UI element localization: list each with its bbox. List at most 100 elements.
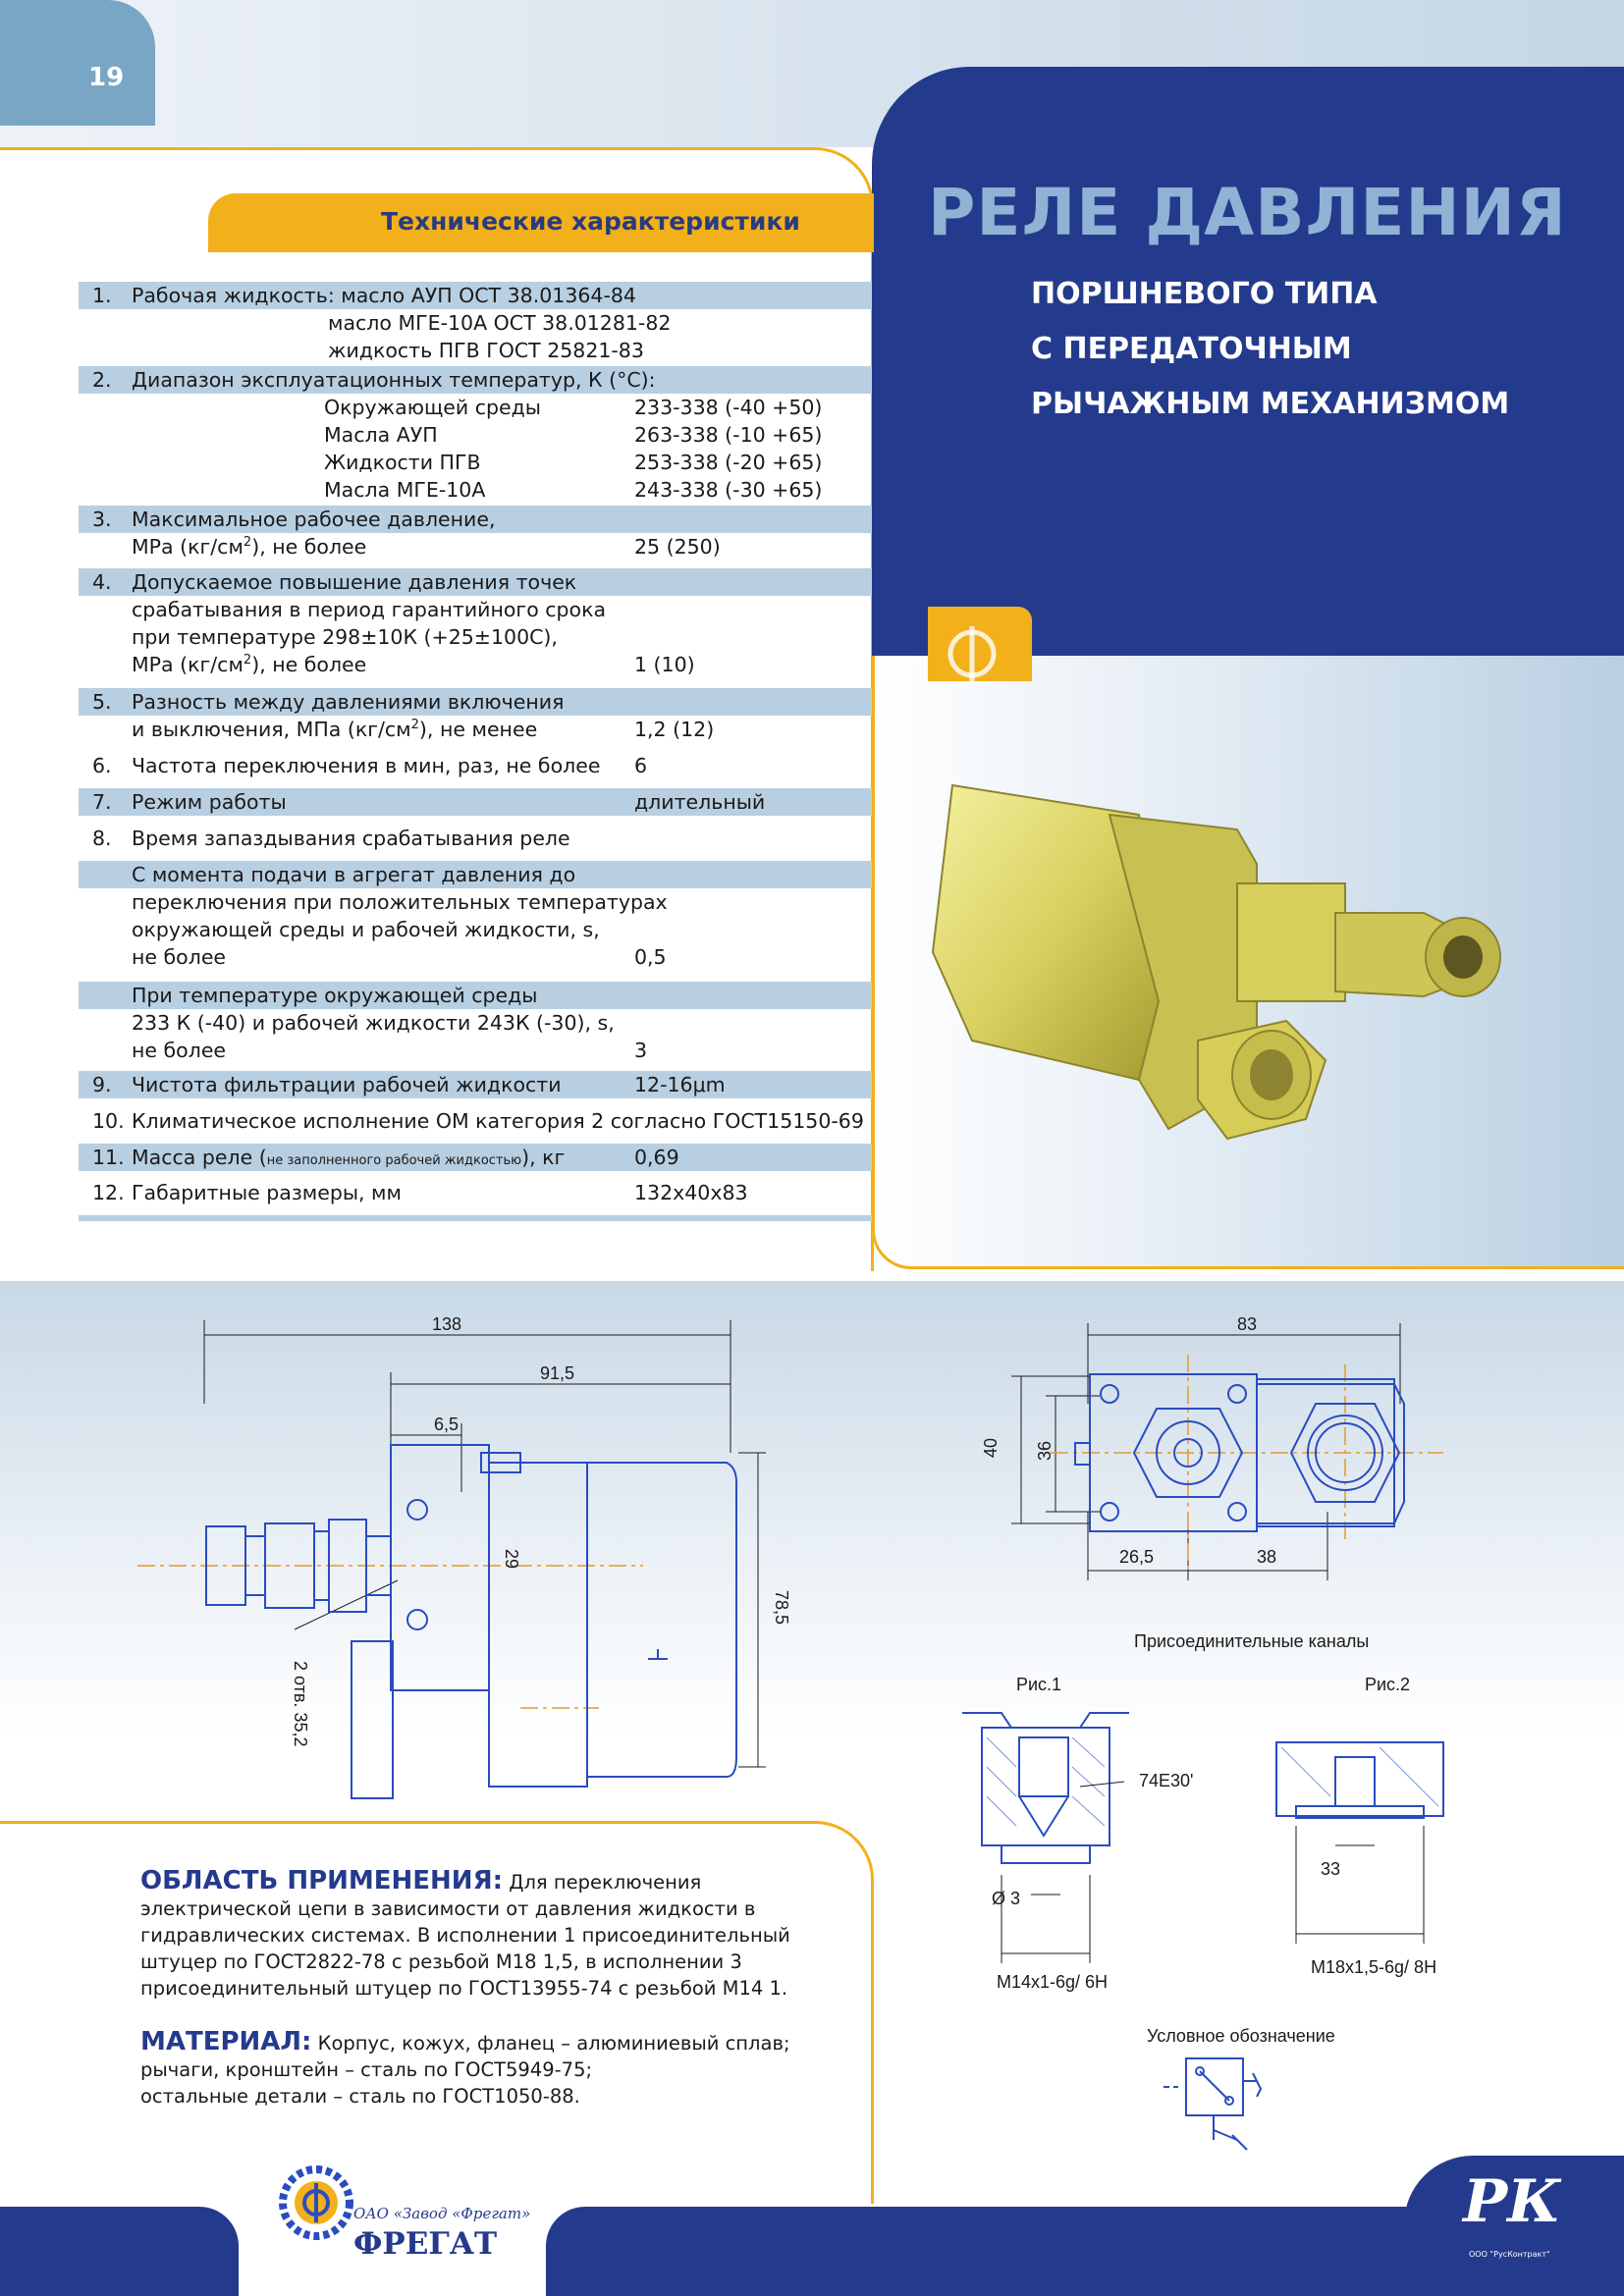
spec-value: 263-338 (-10 +65)	[634, 423, 823, 447]
symbol-title: Условное обозначение	[1147, 2026, 1335, 2046]
spec-label: Максимальное рабочее давление,	[132, 507, 496, 531]
spec-value: 233-338 (-40 +50)	[634, 396, 823, 419]
footer-logo-panel	[1404, 2156, 1624, 2296]
application-text: присоединительный штуцер по ГОСТ13955-74…	[140, 1977, 788, 2000]
spec-number: 4.	[92, 570, 112, 594]
title-panel	[872, 67, 1624, 656]
spec-value: 25 (250)	[634, 535, 721, 559]
application-text: гидравлических системах. В исполнении 1 …	[140, 1924, 790, 1947]
spec-label: ), не более	[251, 653, 367, 676]
spec-label: Чистота фильтрации рабочей жидкости	[132, 1073, 562, 1096]
material-text: рычаги, кронштейн – сталь по ГОСТ5949-75…	[140, 2058, 593, 2081]
spec-label: МРа (кг/см	[132, 653, 244, 676]
spec-item-9: 9. Чистота фильтрации рабочей жидкости 12-…	[79, 1071, 872, 1098]
spec-label: Климатическое исполнение ОМ категория 2 …	[132, 1109, 864, 1133]
fig1-label: Рис.1	[1016, 1675, 1061, 1694]
side-view-drawing: 138 91,5 6,5 29 78,5 2 отв. 35,2	[137, 1314, 791, 1799]
spec-sub-label: Масла АУП	[324, 423, 438, 447]
application-text: электрической цепи в зависимости от давл…	[140, 1897, 756, 1920]
thread-label-1: M14x1-6g/ 6H	[997, 1972, 1108, 1992]
spec-sub-label: Жидкости ПГВ	[324, 451, 481, 474]
application-text: Для переключения	[509, 1871, 702, 1894]
spec-label: при температуре 298±10К (+25±100С),	[132, 625, 558, 649]
spec-item-8: 8.Время запаздывания срабатывания реле	[79, 825, 872, 852]
spec-value: 3	[634, 1039, 648, 1062]
spec-label: ), не более	[251, 535, 367, 559]
superscript: 2	[243, 653, 252, 667]
spec-label: Рабочая жидкость: масло АУП ОСТ 38.01364…	[132, 284, 636, 307]
pressure-relay-photo	[931, 783, 1501, 1141]
material-text: остальные детали – сталь по ГОСТ1050-88.	[140, 2085, 580, 2108]
footer-band-left	[0, 2207, 239, 2296]
spec-number: 3.	[92, 507, 112, 531]
spec-value: 132x40x83	[634, 1181, 748, 1204]
spec-item-12: 12. Габаритные размеры, мм 132x40x83	[79, 1179, 872, 1206]
spec-value: 0,69	[634, 1146, 679, 1169]
superscript: 2	[410, 718, 419, 732]
angle-label: 74E30'	[1139, 1771, 1194, 1790]
spec-item-5: 5.Разность между давлениями включения и …	[79, 688, 872, 743]
spec-number: 2.	[92, 368, 112, 392]
spec-value: 243-338 (-30 +65)	[634, 478, 823, 502]
material-section: МАТЕРИАЛ: Корпус, кожух, фланец – алюмин…	[140, 2029, 790, 2109]
spec-label: ), не менее	[418, 718, 538, 741]
spec-sub-label: Масла МГЕ-10А	[324, 478, 486, 502]
spec-label: не более	[132, 1039, 227, 1062]
photo-frame	[872, 656, 1624, 1269]
spec-label: Допускаемое повышение давления точек	[132, 570, 577, 594]
spec-label: масло МГЕ-10А ОСТ 38.01281-82	[328, 311, 672, 335]
spec-number: 10.	[92, 1109, 125, 1133]
fig2-label: Рис.2	[1365, 1675, 1410, 1694]
spec-value: 1 (10)	[634, 653, 695, 676]
spec-label: 233 К (-40) и рабочей жидкости 243К (-30…	[132, 1011, 615, 1035]
spec-item-10: 10. Климатическое исполнение ОМ категория…	[79, 1107, 872, 1135]
spec-number: 9.	[92, 1073, 112, 1096]
dim-29: 29	[502, 1549, 521, 1569]
spec-sub-label: Окружающей среды	[324, 396, 541, 419]
fregat-logo-icon	[928, 607, 1032, 681]
partner-caption: ООО "РусКонтракт"	[1469, 2250, 1550, 2259]
channels-title: Присоединительные каналы	[1134, 1631, 1369, 1651]
subtitle-line: С ПЕРЕДАТОЧНЫМ	[1031, 332, 1352, 366]
dim-33: 33	[1321, 1859, 1340, 1879]
spec-label: Габаритные размеры, мм	[132, 1181, 402, 1204]
spec-bottom-rule	[79, 1215, 872, 1221]
hole-note: 2 отв. 35,2	[291, 1661, 310, 1746]
application-heading: ОБЛАСТЬ ПРИМЕНЕНИЯ:	[140, 1866, 503, 1896]
info-panel	[0, 1821, 874, 2204]
fregat-gear-logo-icon	[279, 2165, 353, 2240]
dim-78-5: 78,5	[772, 1590, 791, 1625]
spec-label: МРа (кг/см	[132, 535, 244, 559]
material-heading: МАТЕРИАЛ:	[140, 2027, 312, 2056]
spec-label: Режим работы	[132, 790, 287, 814]
spec-label: Диапазон эксплуатационных температур, К …	[132, 368, 656, 392]
spec-number: 8.	[92, 827, 112, 850]
spec-item-1: 1. Рабочая жидкость: масло АУП ОСТ 38.013…	[79, 282, 872, 364]
spec-number: 1.	[92, 284, 112, 307]
spec-label: и выключения, МПа (кг/см	[132, 718, 411, 741]
specs-heading-banner: Технические характеристики	[208, 193, 874, 252]
spec-label: не более	[132, 945, 227, 969]
page-title: РЕЛЕ ДАВЛЕНИЯ	[928, 175, 1567, 250]
spec-item-11: 11.Масса реле (не заполненного рабочей ж…	[79, 1144, 872, 1171]
spec-number: 7.	[92, 790, 112, 814]
spec-value: 6	[634, 754, 648, 777]
spec-value: 12-16μm	[634, 1073, 726, 1096]
subtitle-line: РЫЧАЖНЫМ МЕХАНИЗМОМ	[1031, 387, 1510, 421]
connection-channels-drawing: Присоединительные каналы Рис.1 Рис.2 74E…	[962, 1631, 1444, 2151]
company-subtitle: ОАО «Завод «Фрегат»	[353, 2205, 531, 2222]
specs-heading: Технические характеристики	[381, 207, 800, 236]
application-text: штуцер по ГОСТ2822-78 с резьбой М18 1,5,…	[140, 1950, 742, 1973]
page-tab	[0, 0, 155, 126]
spec-item-8b: При температуре окружающей среды 233 К (…	[79, 982, 872, 1064]
page-subtitle: ПОРШНЕВОГО ТИПА С ПЕРЕДАТОЧНЫМ РЫЧАЖНЫМ …	[1031, 267, 1509, 432]
spec-label: Частота переключения в мин, раз, не боле…	[132, 754, 601, 777]
spec-number: 11.	[92, 1146, 125, 1169]
spec-number: 12.	[92, 1181, 125, 1204]
spec-label: Масса реле (	[132, 1146, 267, 1169]
thread-label-2: M18x1,5-6g/ 8H	[1311, 1957, 1436, 1977]
spec-item-8a: С момента подачи в агрегат давления до п…	[79, 861, 872, 971]
dim-38: 38	[1257, 1547, 1276, 1567]
spec-label: окружающей среды и рабочей жидкости, s,	[132, 918, 600, 941]
